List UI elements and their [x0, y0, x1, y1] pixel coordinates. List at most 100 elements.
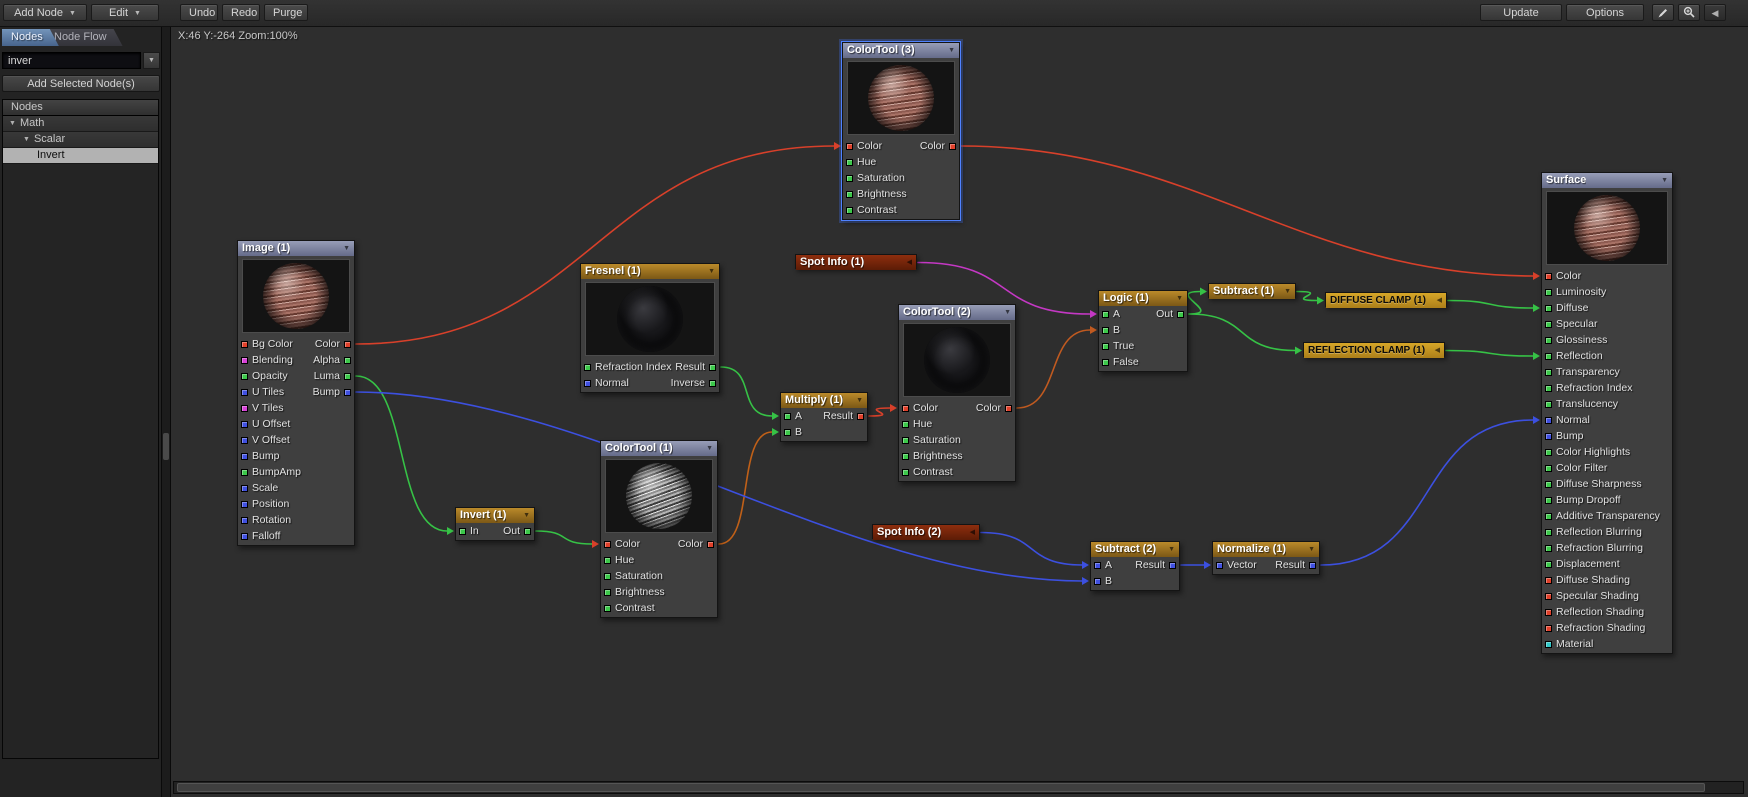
node-subtract1[interactable]: Subtract (1)▼: [1208, 283, 1296, 299]
input-port[interactable]: [1094, 561, 1101, 569]
input-port[interactable]: [902, 420, 909, 428]
input-port[interactable]: [1545, 544, 1552, 552]
add-node-button[interactable]: Add Node▼: [3, 4, 87, 21]
input-port[interactable]: [1545, 320, 1552, 328]
input-port[interactable]: [846, 190, 853, 198]
input-port[interactable]: [1545, 272, 1552, 280]
scrollbar-handle[interactable]: [177, 783, 1705, 792]
output-port[interactable]: [344, 388, 351, 396]
node-header[interactable]: Subtract (2)▼: [1091, 542, 1179, 557]
collapse-panel-button[interactable]: ◀: [1704, 4, 1726, 21]
input-port[interactable]: [241, 484, 248, 492]
output-port[interactable]: [1177, 310, 1184, 318]
pen-tool-button[interactable]: [1652, 4, 1674, 21]
connection-wire[interactable]: [917, 261, 1091, 315]
collapse-arrow-icon[interactable]: ◀: [1434, 347, 1440, 354]
chevron-down-icon[interactable]: ▼: [706, 445, 713, 452]
input-port[interactable]: [1545, 480, 1552, 488]
input-port[interactable]: [241, 372, 248, 380]
chevron-down-icon[interactable]: ▼: [856, 397, 863, 404]
node-header[interactable]: Image (1)▼: [238, 241, 354, 256]
chevron-down-icon[interactable]: ▼: [1308, 546, 1315, 553]
input-port[interactable]: [1545, 608, 1552, 616]
input-port[interactable]: [1545, 432, 1552, 440]
input-port[interactable]: [1545, 640, 1552, 648]
input-port[interactable]: [846, 142, 853, 150]
input-port[interactable]: [1094, 577, 1101, 585]
tree-expand-icon[interactable]: ▼: [23, 136, 30, 143]
output-port[interactable]: [1005, 404, 1012, 412]
canvas-horizontal-scrollbar[interactable]: [173, 781, 1744, 794]
collapse-arrow-icon[interactable]: ◀: [906, 259, 912, 266]
output-port[interactable]: [1169, 561, 1176, 569]
input-port[interactable]: [1545, 368, 1552, 376]
connection-wire[interactable]: [868, 407, 891, 417]
node-spotinfo1[interactable]: Spot Info (1)◀: [795, 254, 917, 270]
tree-item-math[interactable]: ▼Math: [3, 116, 158, 132]
node-header[interactable]: Spot Info (1)◀: [796, 255, 916, 270]
purge-button[interactable]: Purge: [264, 4, 308, 21]
connection-wire[interactable]: [1187, 290, 1202, 315]
chevron-down-icon[interactable]: ▼: [523, 512, 530, 519]
chevron-down-icon[interactable]: ▼: [1661, 177, 1668, 184]
collapse-arrow-icon[interactable]: ◀: [969, 529, 975, 536]
input-port[interactable]: [1102, 342, 1109, 350]
output-port[interactable]: [709, 379, 716, 387]
tree-item-invert[interactable]: Invert: [3, 148, 158, 164]
output-port[interactable]: [524, 527, 531, 535]
input-port[interactable]: [1102, 326, 1109, 334]
output-port[interactable]: [344, 372, 351, 380]
input-port[interactable]: [241, 356, 248, 364]
input-port[interactable]: [241, 340, 248, 348]
input-port[interactable]: [241, 420, 248, 428]
output-port[interactable]: [344, 340, 351, 348]
zoom-tool-button[interactable]: [1678, 4, 1700, 21]
input-port[interactable]: [902, 468, 909, 476]
input-port[interactable]: [1545, 464, 1552, 472]
input-port[interactable]: [604, 572, 611, 580]
input-port[interactable]: [241, 468, 248, 476]
chevron-down-icon[interactable]: ▼: [948, 47, 955, 54]
input-port[interactable]: [1545, 400, 1552, 408]
node-spotinfo2[interactable]: Spot Info (2)◀: [872, 524, 980, 540]
node-header[interactable]: ColorTool (2)▼: [899, 305, 1015, 320]
output-port[interactable]: [949, 142, 956, 150]
input-port[interactable]: [1102, 310, 1109, 318]
chevron-down-icon[interactable]: ▼: [1168, 546, 1175, 553]
input-port[interactable]: [1545, 592, 1552, 600]
input-port[interactable]: [604, 540, 611, 548]
node-header[interactable]: Invert (1)▼: [456, 508, 534, 523]
output-port[interactable]: [1309, 561, 1316, 569]
output-port[interactable]: [344, 356, 351, 364]
chevron-down-icon[interactable]: ▼: [1284, 288, 1291, 295]
node-header[interactable]: Subtract (1)▼: [1209, 284, 1295, 299]
input-port[interactable]: [1545, 304, 1552, 312]
chevron-down-icon[interactable]: ▼: [1004, 309, 1011, 316]
collapse-arrow-icon[interactable]: ◀: [1436, 297, 1442, 304]
tree-expand-icon[interactable]: ▼: [9, 120, 16, 127]
input-port[interactable]: [1545, 496, 1552, 504]
scrollbar-handle[interactable]: [163, 433, 169, 460]
input-port[interactable]: [784, 412, 791, 420]
tab-node-flow[interactable]: Node Flow: [45, 29, 123, 46]
node-header[interactable]: DIFFUSE CLAMP (1)◀: [1326, 293, 1446, 308]
connection-wire[interactable]: [355, 391, 1083, 582]
connection-wire[interactable]: [720, 366, 773, 417]
input-port[interactable]: [1545, 528, 1552, 536]
connection-wire[interactable]: [535, 530, 593, 545]
input-port[interactable]: [241, 404, 248, 412]
options-button[interactable]: Options: [1566, 4, 1644, 21]
connection-wire[interactable]: [1016, 329, 1091, 409]
input-port[interactable]: [241, 532, 248, 540]
connection-wire[interactable]: [1447, 299, 1534, 309]
input-port[interactable]: [1545, 576, 1552, 584]
input-port[interactable]: [604, 604, 611, 612]
input-port[interactable]: [784, 428, 791, 436]
